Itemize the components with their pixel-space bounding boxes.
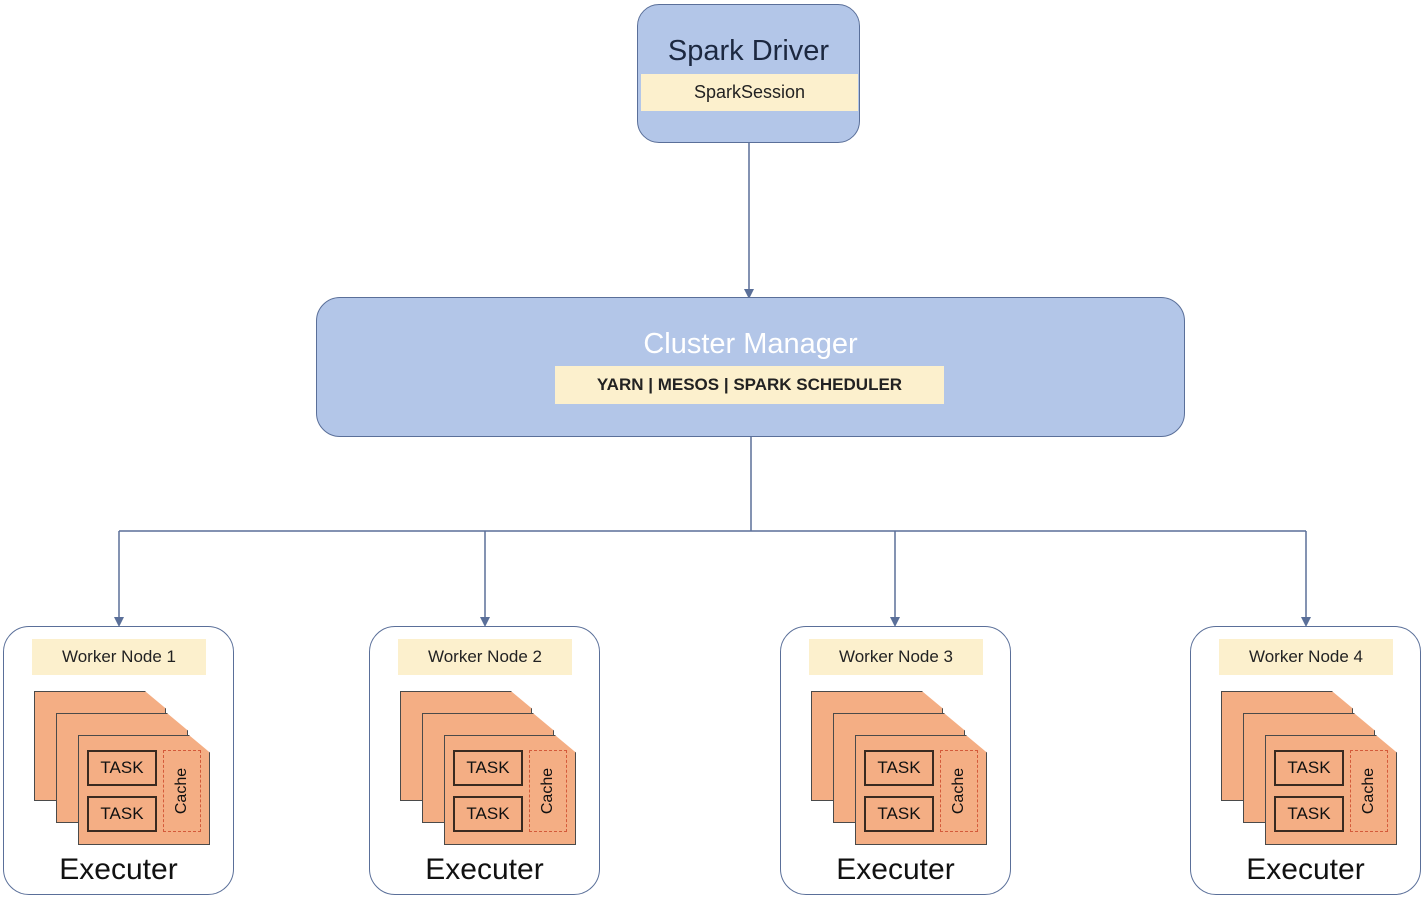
cluster-manager-title: Cluster Manager [643,328,858,360]
worker-node-label: Worker Node 3 [809,639,983,675]
spark-driver-box: Spark Driver SparkSession [637,4,860,143]
worker-node-3: Worker Node 3 TASK TASK Cache Executer [780,626,1011,895]
executor-card: TASK TASK Cache [855,735,987,845]
executor-label: Executer [836,853,955,886]
worker-node-label: Worker Node 1 [32,639,206,675]
cache-label: Cache [950,767,967,815]
executor-label: Executer [1246,853,1365,886]
executor-card: TASK TASK Cache [78,735,210,845]
task-box: TASK [87,796,157,832]
task-box: TASK [453,750,523,786]
cache-box: Cache [529,750,567,832]
executor-card: TASK TASK Cache [1265,735,1397,845]
executor-card: TASK TASK Cache [444,735,576,845]
scheduler-options-label: YARN | MESOS | SPARK SCHEDULER [555,366,944,404]
cache-box: Cache [940,750,978,832]
task-box: TASK [453,796,523,832]
cache-box: Cache [1350,750,1388,832]
cache-label: Cache [539,767,556,815]
executor-label: Executer [425,853,544,886]
task-box: TASK [1274,750,1344,786]
task-box: TASK [864,796,934,832]
task-box: TASK [87,750,157,786]
worker-node-label: Worker Node 2 [398,639,572,675]
worker-node-4: Worker Node 4 TASK TASK Cache Executer [1190,626,1421,895]
cache-label: Cache [173,767,190,815]
task-box: TASK [1274,796,1344,832]
worker-node-label: Worker Node 4 [1219,639,1393,675]
executor-label: Executer [59,853,178,886]
cache-box: Cache [163,750,201,832]
task-box: TASK [864,750,934,786]
cluster-manager-box: Cluster Manager YARN | MESOS | SPARK SCH… [316,297,1185,437]
worker-node-2: Worker Node 2 TASK TASK Cache Executer [369,626,600,895]
worker-node-1: Worker Node 1 TASK TASK Cache Executer [3,626,234,895]
spark-driver-title: Spark Driver [667,35,830,67]
cache-label: Cache [1360,767,1377,815]
spark-session-label: SparkSession [641,74,858,111]
